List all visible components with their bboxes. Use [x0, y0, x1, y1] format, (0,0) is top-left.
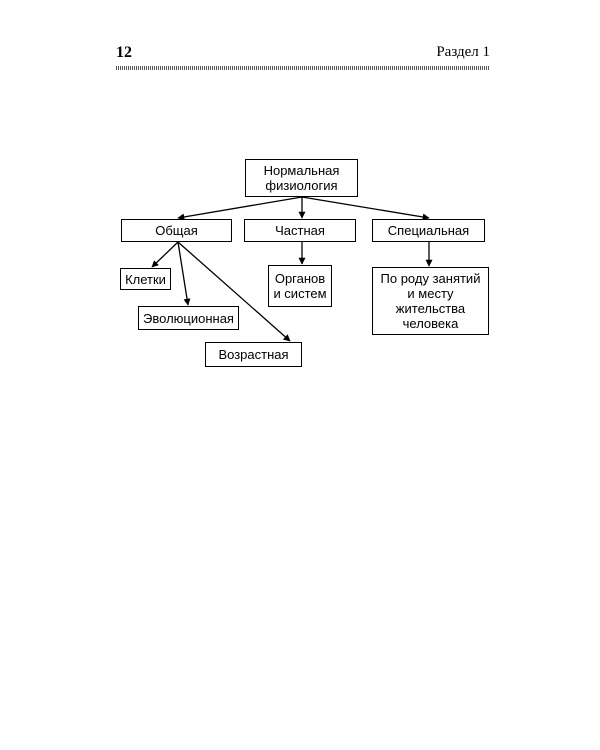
node-cells: Клетки: [120, 268, 171, 290]
connector-root-special: [301, 196, 430, 221]
node-age: Возрастная: [205, 342, 302, 367]
node-general: Общая: [121, 219, 232, 242]
section-title: Раздел 1: [436, 44, 490, 60]
node-special: Специальная: [372, 219, 485, 242]
page-number: 12: [116, 44, 132, 61]
node-occupation-residence: По роду занятий и месту жительства челов…: [372, 267, 489, 335]
node-organs-systems: Органов и систем: [268, 265, 332, 307]
node-evolutionary: Эволюционная: [138, 306, 239, 330]
connector-general-evolutionary: [177, 241, 191, 306]
node-particular: Частная: [244, 219, 356, 242]
header-rule: [116, 66, 490, 70]
page-header: 12 Раздел 1: [116, 44, 490, 68]
connector-root-general: [177, 196, 303, 221]
node-normal-physiology: Нормальная физиология: [245, 159, 358, 197]
connector-general-cells: [151, 241, 179, 268]
connector-general-age: [177, 241, 291, 342]
